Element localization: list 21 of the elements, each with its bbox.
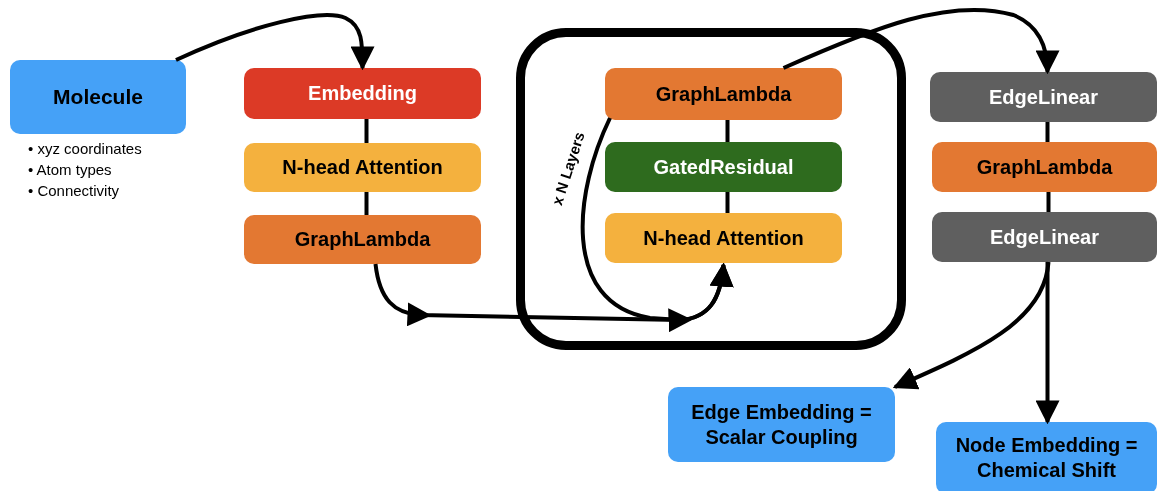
bullet-item: • xyz coordinates — [28, 139, 142, 159]
connector-arrow — [782, 7, 1059, 75]
layer-box: EdgeLinear — [932, 212, 1157, 262]
layer-box: GraphLambda — [932, 142, 1157, 192]
connector-arrow — [1035, 262, 1060, 425]
layer-box: GatedResidual — [605, 142, 842, 192]
layer-box: GraphLambda — [244, 215, 481, 264]
edge-label: x N Layers — [548, 129, 588, 208]
layer-group-frame — [516, 28, 906, 350]
layer-box: N-head Attention — [605, 213, 842, 263]
connector-arrow — [175, 13, 375, 71]
bullet-item: • Atom types — [28, 160, 113, 180]
layer-box: N-head Attention — [244, 143, 481, 192]
layer-box: GraphLambda — [605, 68, 842, 120]
layer-box: EdgeLinear — [930, 72, 1157, 122]
layer-box: Node Embedding = Chemical Shift — [936, 422, 1157, 491]
layer-box: Embedding — [244, 68, 481, 119]
layer-box: Edge Embedding = Scalar Coupling — [668, 387, 895, 462]
connector-arrow — [580, 117, 733, 322]
bullet-item: • Connectivity — [28, 181, 121, 201]
layer-box: Molecule — [10, 60, 186, 134]
